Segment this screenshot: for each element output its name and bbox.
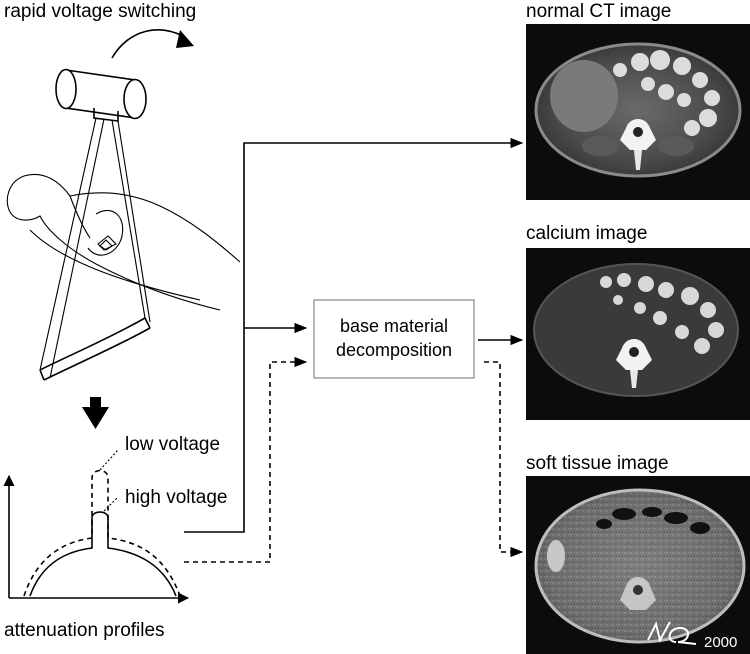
attenuation-plot [3, 449, 190, 604]
high-voltage-label: high voltage [125, 487, 227, 508]
soft-tissue-label: soft tissue image [526, 453, 669, 474]
normal-ct-image [526, 24, 750, 200]
patient-icon [6, 174, 241, 311]
base-material-decomposition-box: base material decomposition [313, 299, 475, 379]
soft-tissue-image: 2000 [526, 476, 750, 654]
normal-ct-label: normal CT image [526, 1, 671, 22]
rapid-switching-label: rapid voltage switching [4, 1, 196, 22]
calcium-image [526, 248, 750, 420]
low-voltage-label: low voltage [125, 434, 220, 455]
rotation-arrow-icon [111, 29, 194, 59]
high-voltage-profile [29, 511, 177, 597]
decomposition-label-line2: decomposition [336, 340, 452, 360]
xray-tube-icon [55, 68, 147, 122]
attenuation-profiles-label: attenuation profiles [4, 620, 165, 641]
signature-year: 2000 [704, 634, 737, 651]
xray-beam [39, 117, 151, 379]
signature-logo [647, 621, 697, 645]
down-arrow-icon [82, 397, 109, 429]
calcium-label: calcium image [526, 223, 647, 244]
detector-arc [39, 317, 151, 381]
low-voltage-profile [23, 469, 181, 597]
decomposition-label-line1: base material [340, 316, 448, 336]
connectors [184, 137, 524, 563]
